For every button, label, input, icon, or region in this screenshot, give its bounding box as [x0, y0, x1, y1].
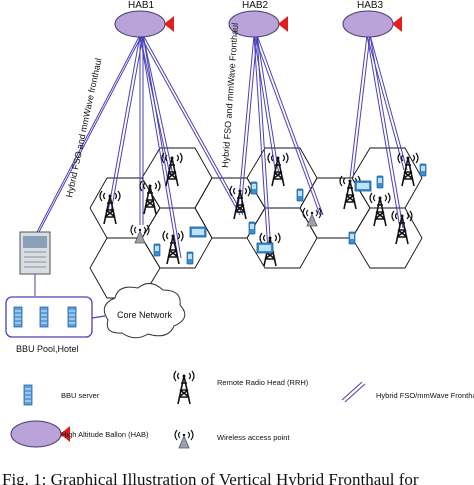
cell	[141, 207, 213, 269]
bbu-server-icon	[23, 384, 33, 406]
legend-rrh: Remote Radio Head (RRH)	[217, 378, 309, 387]
core-network-cloud: Core Network	[103, 283, 186, 339]
phone-icon	[348, 231, 356, 245]
rrh-tower-icon	[99, 190, 121, 225]
user-devices	[153, 163, 427, 265]
hab-2-label: HAB2	[242, 0, 269, 11]
phone-icon	[186, 251, 194, 265]
legend-hab: High Altitude Ballon (HAB)	[61, 430, 149, 439]
bbu-cabinet	[19, 231, 51, 275]
fronthaul-label-right: Hybrid FSO and mmWave Fronthaul	[220, 23, 240, 169]
hab-1: HAB1	[114, 0, 175, 38]
rrh-tower-icon	[369, 192, 391, 227]
legend-wap: Wireless access point	[217, 433, 290, 442]
balloon-icon	[114, 10, 175, 38]
bbu-pool: BBU Pool,Hotel	[5, 296, 93, 354]
server-icon	[39, 306, 49, 328]
laptop-icon	[189, 226, 207, 238]
phone-icon	[153, 243, 161, 257]
legend-fronthaul-link: Hybrid FSO/mmWave Fronthaul link	[376, 391, 474, 400]
phone-icon	[376, 175, 384, 189]
legend: BBU server Remote Radio Head (RRH) Hybri…	[10, 370, 474, 449]
phone-icon	[248, 221, 256, 235]
bbu-pool-label: BBU Pool,Hotel	[16, 344, 79, 354]
fronthaul-link-icon	[341, 381, 366, 403]
rrh-tower-icon	[173, 370, 195, 405]
balloon-icon	[342, 10, 403, 38]
wap-icon	[130, 224, 150, 244]
server-icon	[67, 306, 77, 328]
core-network-label: Core Network	[117, 310, 173, 320]
figure-caption: Fig. 1: Graphical Illustration of Vertic…	[2, 470, 419, 485]
fronthaul-label-left: Hybrid FSO and mmWave fronthaul	[64, 57, 103, 198]
hab-3: HAB3	[342, 0, 403, 38]
wap-icon	[174, 429, 194, 449]
rrh-tower-icon	[397, 152, 419, 187]
pool-core-link	[91, 315, 106, 319]
hab-1-label: HAB1	[128, 0, 155, 11]
hab-2: HAB2	[228, 0, 289, 38]
phone-icon	[250, 181, 258, 195]
laptop-icon	[354, 180, 372, 192]
legend-bbu-server: BBU server	[61, 391, 100, 400]
cell	[246, 207, 318, 269]
fronthaul-links	[36, 34, 408, 259]
hab-3-label: HAB3	[357, 0, 384, 11]
phone-icon	[296, 188, 304, 202]
rrh-tower-icon	[391, 210, 413, 245]
laptop-icon	[256, 242, 274, 254]
server-icon	[13, 306, 23, 328]
phone-icon	[419, 163, 427, 177]
rrh-tower-icon	[162, 230, 184, 265]
